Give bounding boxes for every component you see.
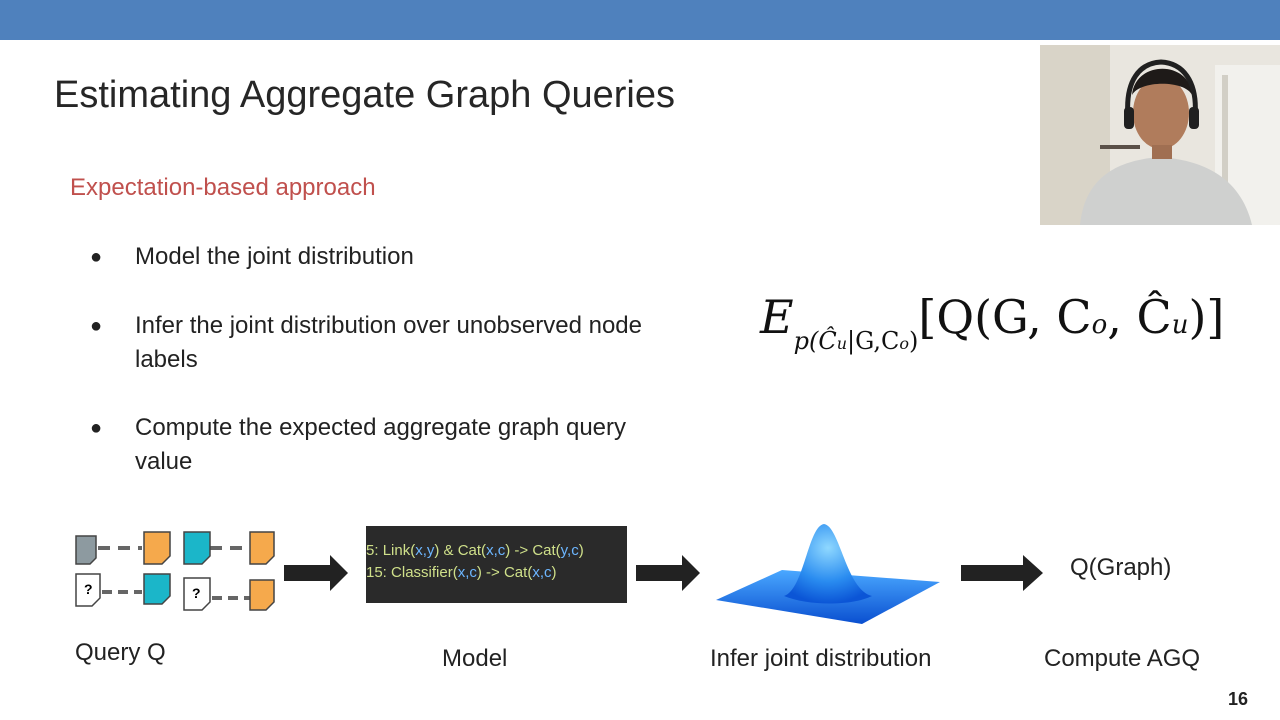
- svg-text:?: ?: [192, 585, 201, 601]
- caption-infer: Infer joint distribution: [710, 645, 932, 672]
- top-banner: [0, 0, 1280, 40]
- webcam-video: [1040, 45, 1280, 225]
- slide-subtitle: Expectation-based approach: [70, 174, 376, 201]
- rule-line: 5: Link(x,y) & Cat(x,c) -> Cat(y,c): [366, 542, 584, 559]
- bullet-text: Model the joint distribution: [135, 243, 414, 270]
- bullet-text-cont: labels: [135, 346, 198, 373]
- model-rules-codebox: 5: Link(x,y) & Cat(x,c) -> Cat(y,c) 15: …: [366, 526, 627, 603]
- bullet-item: ● Compute the expected aggregate graph q…: [90, 411, 627, 479]
- bullet-text: Infer the joint distribution over unobse…: [135, 312, 642, 339]
- query-result: Q(Graph): [1070, 554, 1172, 581]
- arrow-right-icon: [961, 555, 1043, 591]
- node-gray: [75, 535, 97, 565]
- bullet-dot: ●: [90, 417, 103, 439]
- node-teal: [143, 573, 171, 605]
- page-number: 16: [1228, 689, 1249, 709]
- caption-compute: Compute AGQ: [1044, 645, 1201, 672]
- node-unknown: ?: [183, 577, 211, 611]
- arrow-right-icon: [284, 555, 348, 591]
- rule-line: 15: Classifier(x,c) -> Cat(x,c): [366, 564, 557, 581]
- bullet-text-cont: value: [135, 448, 193, 475]
- node-teal: [183, 531, 211, 565]
- query-graph-diagram: ? ?: [75, 531, 275, 611]
- slide-title: Estimating Aggregate Graph Queries: [54, 74, 676, 116]
- svg-text:?: ?: [84, 581, 93, 597]
- expectation-formula: Ep(Ĉu|G,Co)[Q(G, Co, Ĉu)]: [760, 290, 1225, 355]
- node-orange: [143, 531, 171, 565]
- bullet-dot: ●: [90, 315, 103, 337]
- caption-query: Query Q: [75, 639, 166, 666]
- caption-model: Model: [442, 645, 508, 672]
- bullet-item: ● Infer the joint distribution over unob…: [90, 309, 642, 377]
- node-orange: [249, 579, 275, 611]
- bullet-dot: ●: [90, 246, 103, 268]
- node-orange: [249, 531, 275, 565]
- node-unknown: ?: [75, 573, 101, 607]
- joint-distribution-surface: [716, 524, 940, 624]
- arrow-right-icon: [636, 555, 700, 591]
- bullet-item: ● Model the joint distribution: [90, 240, 414, 274]
- bullet-text: Compute the expected aggregate graph que…: [135, 414, 627, 441]
